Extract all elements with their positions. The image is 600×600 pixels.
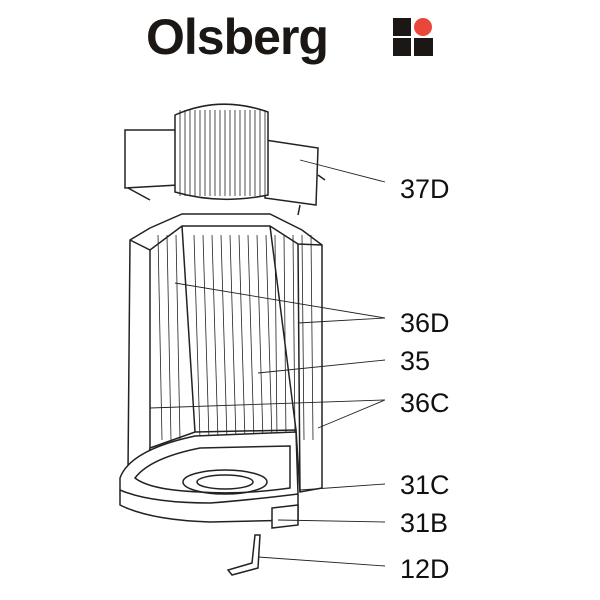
part-37d-baffle [124, 103, 326, 216]
wall-rib [310, 234, 314, 441]
wall-rib [292, 234, 296, 441]
part-label-12d: 12D [400, 554, 450, 584]
wall-rib [301, 234, 305, 441]
part-label-35: 35 [400, 346, 431, 376]
part-label-31c: 31C [400, 470, 450, 500]
brand-logo-mark [393, 18, 433, 56]
wall-rib [274, 234, 278, 441]
wall-rib [175, 234, 181, 441]
part-label-37d: 37D [400, 174, 450, 204]
wall-rib [283, 234, 287, 441]
brand-logo-text: Olsberg [146, 9, 329, 65]
wall-rib [256, 234, 264, 441]
leader-lines [149, 159, 386, 567]
wall-rib [247, 234, 255, 441]
wall-rib [166, 234, 172, 441]
part-31b-strip [271, 504, 299, 529]
wall-rib [265, 234, 273, 441]
part-label-36d: 36D [400, 308, 450, 338]
wall-rib [157, 234, 163, 441]
part-31c-base [119, 431, 299, 523]
wall-rib [193, 234, 201, 441]
wall-rib [229, 234, 237, 441]
part-12d-rod [226, 534, 261, 576]
part-label-31b: 31B [400, 508, 449, 538]
part-label-36c: 36C [400, 388, 450, 418]
wall-rib [238, 234, 246, 441]
